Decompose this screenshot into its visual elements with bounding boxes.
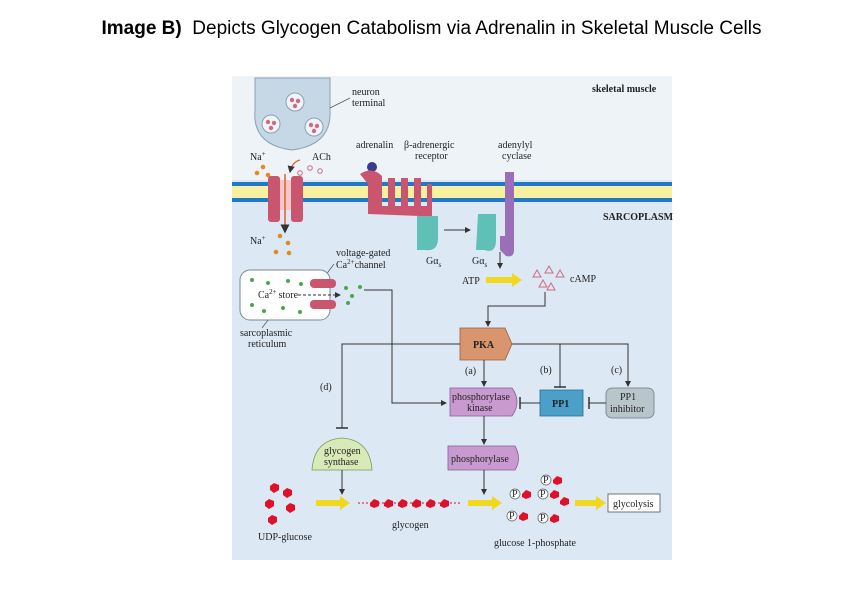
g-protein-alpha-active [476, 214, 496, 251]
phos-kinase-label-1: phosphorylase [452, 392, 510, 403]
sr-label-2: reticulum [248, 339, 287, 350]
leader-line [329, 97, 351, 109]
camp-to-pka-arrow [485, 292, 546, 327]
galpha-label-2: Gαs [472, 256, 487, 269]
pka-to-inhibitor-arrow [560, 343, 631, 387]
adenylyl-cyclase-label-1: adenylyl [498, 140, 533, 151]
membrane-core [232, 186, 672, 198]
voltage-channel-label-1: voltage-gated [336, 248, 390, 259]
neuron-terminal [254, 77, 331, 151]
vesicle [261, 114, 281, 134]
pka-to-synthase-inhibition [341, 343, 460, 428]
adenylyl-cyclase-label-2: cyclase [502, 151, 532, 162]
beta-adrenergic-receptor [360, 170, 432, 216]
glucose-1-phosphate-label: glucose 1-phosphate [494, 538, 576, 549]
caption-text: Depicts Glycogen Catabolism via Adrenali… [192, 18, 762, 39]
svg-text:P: P [509, 511, 515, 522]
svg-text:P: P [543, 475, 549, 486]
ach-molecule [317, 168, 323, 174]
g-protein-alpha-inactive [417, 216, 438, 251]
neuron-terminal-label-1: neuron [352, 87, 380, 98]
ach-molecule [297, 170, 303, 176]
skeletal-muscle-label: skeletal muscle [592, 84, 657, 95]
camp-label: cAMP [570, 274, 597, 285]
udp-glucose-label: UDP-glucose [258, 532, 312, 543]
ca-release-channel [310, 279, 336, 309]
pp1-inhibitor-label-1: PP1 [620, 392, 636, 403]
beta-receptor-label-1: β-adrenergic [404, 140, 455, 151]
phosphorylase-label: phosphorylase [451, 454, 509, 465]
na-label-bottom: Na+ [250, 234, 266, 247]
beta-receptor-label-2: receptor [415, 151, 448, 162]
sarcoplasm-area [232, 180, 672, 560]
camp-molecule [555, 268, 565, 278]
na-ion [277, 233, 283, 239]
synthesis-arrow [316, 496, 350, 510]
camp-molecule [538, 278, 548, 288]
pp1-enzyme [539, 389, 584, 417]
galpha-label-1: Gαs [426, 256, 441, 269]
ach-label: ACh [312, 152, 331, 163]
adrenalin-molecule [367, 162, 377, 172]
neuron-terminal-label-2: terminal [352, 98, 386, 109]
sarcoplasm-label: SARCOPLASM [603, 212, 674, 223]
ach-molecule [307, 165, 313, 171]
glucose-1-phosphate-molecules: P P P P P [506, 474, 569, 524]
na-ion [286, 250, 292, 256]
figure-caption: Image B) Depicts Glycogen Catabolism via… [0, 18, 863, 40]
label-b: (b) [540, 365, 552, 376]
camp-molecule [532, 268, 542, 278]
svg-text:P: P [540, 513, 546, 524]
adrenalin-label: adrenalin [356, 140, 393, 151]
phosphorylase-enzyme [447, 445, 519, 471]
label-a: (a) [465, 366, 476, 377]
calcium-ions-stored [250, 278, 303, 314]
udp-glucose-molecules [265, 483, 295, 525]
leader-line [261, 319, 269, 329]
svg-text:P: P [540, 489, 546, 500]
label-c: (c) [611, 365, 622, 376]
na-label-top: Na+ [250, 150, 266, 163]
na-ion [285, 240, 291, 246]
phos-kinase-label-2: kinase [467, 403, 493, 414]
glycolysis-arrow [575, 496, 606, 510]
phosphorylase-kinase [449, 387, 518, 417]
membrane-inner [232, 198, 672, 202]
atp-label: ATP [462, 276, 480, 287]
degradation-arrow [468, 496, 502, 510]
camp-molecule [546, 281, 556, 291]
glycolysis-box [607, 493, 661, 513]
pp1-label: PP1 [552, 399, 569, 410]
na-ion [265, 172, 271, 178]
voltage-channel-label-2: Ca2+channel [336, 258, 386, 271]
vesicle [285, 92, 305, 112]
label-d: (d) [320, 382, 332, 393]
glycogen-chain [370, 499, 449, 508]
camp-molecule [544, 264, 554, 274]
na-ion [273, 249, 279, 255]
synthase-label-2: synthase [324, 457, 359, 468]
caption-prefix: Image B) [101, 18, 182, 39]
ca-to-kinase-path [364, 289, 447, 406]
ca-store-label: Ca2+store [258, 288, 299, 301]
na-ion [260, 164, 266, 170]
vesicle [304, 117, 324, 137]
membrane-outer [232, 182, 672, 186]
synthase-label-1: glycogen [324, 446, 361, 457]
adenylyl-cyclase [500, 172, 514, 257]
glycogen-synthase [311, 437, 373, 471]
pp1-inhibitor-label-2: inhibitor [610, 404, 645, 415]
calcium-ions-released [344, 285, 362, 305]
na-ion [254, 170, 260, 176]
atp-to-camp-arrow [486, 273, 522, 287]
pka-enzyme [459, 327, 513, 361]
pka-label: PKA [473, 340, 495, 351]
ach-binding-arrow [287, 159, 301, 174]
sr-label-1: sarcoplasmic [240, 328, 293, 339]
svg-text:P: P [512, 489, 518, 500]
glycolysis-label: glycolysis [613, 499, 654, 510]
glycogen-label: glycogen [392, 520, 429, 531]
